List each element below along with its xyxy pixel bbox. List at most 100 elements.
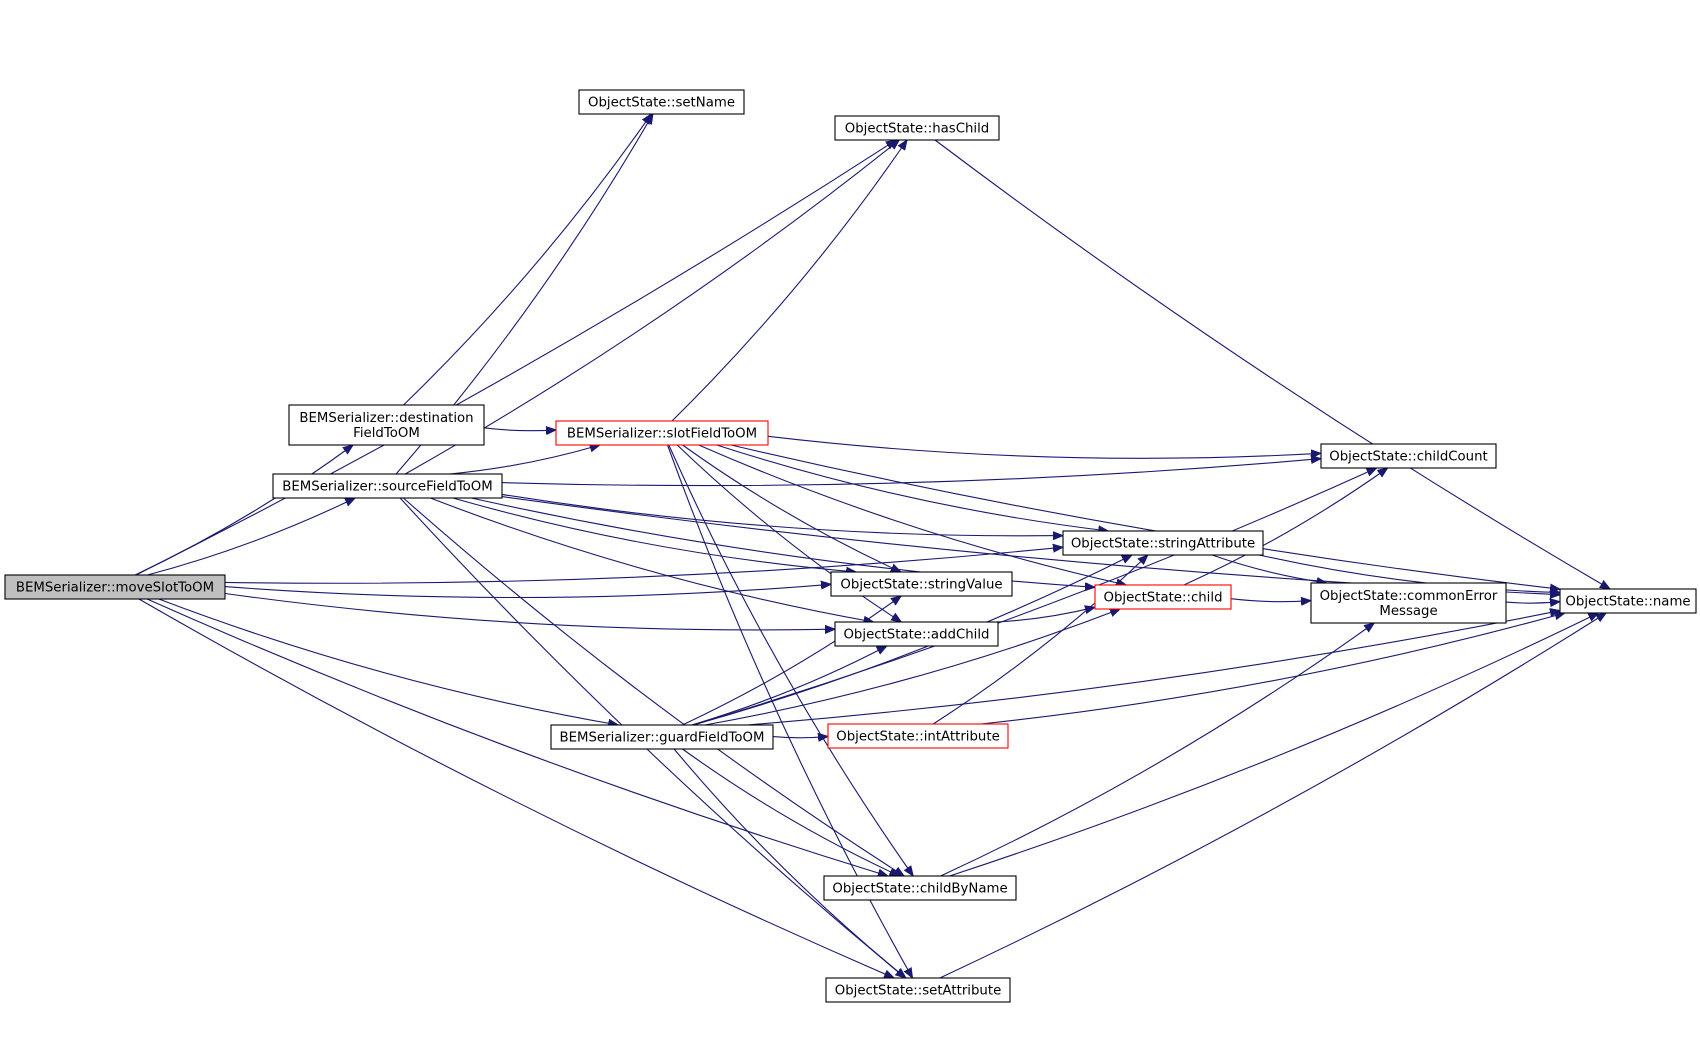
node-label: BEMSerializer::destination (299, 411, 473, 426)
node-has-child[interactable]: ObjectState::hasChild (834, 115, 1000, 141)
node-name[interactable]: ObjectState::name (1559, 588, 1697, 614)
node-box (1062, 530, 1264, 556)
node-box (1310, 582, 1507, 624)
node-label: ObjectState::childByName (832, 882, 1007, 897)
node-string-value[interactable]: ObjectState::stringValue (830, 571, 1013, 597)
edge-slot-field-to-set-attribute (666, 444, 913, 978)
edge-move-slot-to-string-value (224, 584, 831, 599)
node-box (288, 404, 485, 446)
node-label: ObjectState::stringValue (840, 578, 1002, 593)
edge-move-slot-to-string-attribute (224, 547, 1063, 584)
edge-source-field-to-string-attribute (501, 493, 1063, 535)
edge-guard-field-to-string-attribute (692, 555, 1132, 726)
edge-slot-field-to-add-child (676, 444, 901, 622)
edge-child-by-name-to-name (949, 613, 1599, 877)
edge-child-to-child-count (1183, 468, 1388, 586)
edge-string-attribute-to-common-error (1211, 554, 1327, 583)
node-label: ObjectState::commonError (1320, 589, 1498, 604)
node-label: ObjectState::intAttribute (836, 730, 1000, 745)
edge-slot-field-to-string-attribute (716, 444, 1109, 531)
edge-guard-field-to-int-attribute (772, 736, 828, 737)
edge-slot-field-to-child-by-name (668, 444, 913, 876)
edge-source-field-to-string-value (452, 497, 856, 572)
node-box (1320, 443, 1497, 469)
edge-add-child-to-child (996, 607, 1095, 623)
node-box (1094, 584, 1232, 610)
node-move-slot[interactable]: BEMSerializer::moveSlotToOM (4, 574, 226, 600)
node-int-attribute[interactable]: ObjectState::intAttribute (827, 723, 1009, 749)
node-box (1559, 588, 1697, 614)
node-set-attribute[interactable]: ObjectState::setAttribute (825, 977, 1011, 1003)
node-label: ObjectState::hasChild (845, 122, 990, 137)
node-label: ObjectState::childCount (1329, 450, 1488, 465)
edge-dest-field-to-slot-field (483, 428, 556, 431)
edge-child-by-name-to-common-error (940, 623, 1375, 877)
edge-source-field-to-child-count (501, 459, 1321, 487)
edge-string-attribute-to-name (1259, 554, 1560, 593)
node-label: BEMSerializer::sourceFieldToOM (282, 480, 492, 495)
node-box (834, 621, 999, 647)
node-label: BEMSerializer::moveSlotToOM (16, 581, 214, 596)
edge-int-attribute-to-name (981, 613, 1565, 725)
edge-move-slot-to-set-attribute (138, 598, 894, 978)
node-box (827, 723, 1009, 749)
edge-move-slot-to-has-child (135, 140, 896, 576)
edge-guard-field-to-child (704, 609, 1120, 726)
node-label: BEMSerializer::slotFieldToOM (567, 427, 757, 442)
node-box (272, 473, 503, 499)
edge-has-child-to-name (934, 139, 1610, 589)
node-child[interactable]: ObjectState::child (1094, 584, 1232, 610)
edge-move-slot-to-source-field (147, 498, 355, 576)
edge-source-field-to-child-by-name (403, 497, 904, 876)
node-label: Message (1379, 604, 1437, 619)
node-label: ObjectState::name (1565, 595, 1690, 610)
edge-move-slot-to-guard-field (158, 598, 618, 725)
edge-layer (134, 114, 1610, 979)
node-label: ObjectState::stringAttribute (1071, 537, 1255, 552)
edge-slot-field-to-string-value (682, 444, 901, 572)
node-box (834, 115, 1000, 141)
node-source-field[interactable]: BEMSerializer::sourceFieldToOM (272, 473, 503, 499)
edge-guard-field-to-name (747, 611, 1560, 726)
node-box (578, 89, 745, 115)
node-slot-field[interactable]: BEMSerializer::slotFieldToOM (555, 420, 769, 446)
edge-guard-field-to-string-value (682, 596, 901, 726)
node-guard-field[interactable]: BEMSerializer::guardFieldToOM (550, 724, 774, 750)
edge-child-to-common-error (1230, 599, 1311, 602)
edge-common-error-to-name (1505, 602, 1560, 604)
node-label: ObjectState::child (1103, 591, 1222, 606)
node-child-count[interactable]: ObjectState::childCount (1320, 443, 1497, 469)
node-box (830, 571, 1013, 597)
edge-guard-field-to-child-count (693, 468, 1377, 726)
node-box (823, 875, 1017, 901)
node-layer: BEMSerializer::moveSlotToOMBEMSerializer… (4, 89, 1697, 1003)
edge-slot-field-to-child (698, 444, 1127, 585)
node-label: FieldToOM (353, 426, 420, 441)
node-box (550, 724, 774, 750)
node-box (825, 977, 1011, 1003)
node-add-child[interactable]: ObjectState::addChild (834, 621, 999, 647)
node-label: BEMSerializer::guardFieldToOM (560, 731, 765, 746)
edge-set-attribute-to-name (939, 613, 1606, 979)
edge-move-slot-to-add-child (224, 592, 835, 630)
node-label: ObjectState::setName (588, 96, 735, 111)
node-child-by-name[interactable]: ObjectState::childByName (823, 875, 1017, 901)
edge-slot-field-to-has-child (671, 140, 907, 422)
node-label: ObjectState::addChild (843, 628, 989, 643)
node-box (555, 420, 769, 446)
edge-slot-field-to-name (730, 444, 1560, 589)
edge-move-slot-to-dest-field (134, 445, 353, 576)
edge-guard-field-to-child-by-name (682, 748, 900, 876)
edge-guard-field-to-add-child (691, 646, 887, 726)
edge-source-field-to-add-child (430, 497, 873, 622)
edge-move-slot-to-child-by-name (146, 598, 888, 876)
node-box (4, 574, 226, 600)
node-string-attribute[interactable]: ObjectState::stringAttribute (1062, 530, 1264, 556)
node-set-name[interactable]: ObjectState::setName (578, 89, 745, 115)
edge-slot-field-to-child-count (767, 435, 1321, 459)
edge-dest-field-to-set-name (403, 114, 652, 406)
edge-source-field-to-slot-field (449, 445, 600, 475)
